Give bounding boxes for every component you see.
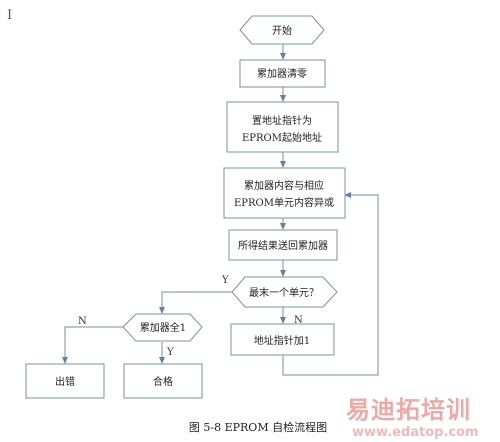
arrowhead-loop: [344, 192, 351, 198]
last-unit-decision-shape: [231, 276, 338, 308]
watermark: 易迪拓培训 www.edatop.com: [346, 396, 479, 440]
node-all-one-decision: 累加器全1: [122, 313, 203, 342]
xor-accumulate-label-line1: 累加器内容与相应: [244, 179, 324, 192]
watermark-en: www.edatop.com: [352, 425, 479, 440]
all-one-label: 累加器全1: [140, 321, 186, 334]
arrowhead-writeback: [280, 223, 286, 230]
set-pointer-box: [226, 101, 339, 153]
arrowhead-incptr: [280, 317, 286, 324]
connector-loop-back: [282, 194, 379, 376]
error-box: [25, 363, 105, 399]
increment-pointer-box: [230, 323, 335, 356]
pass-box: [123, 363, 203, 399]
node-write-back: 所得结果送回累加器: [228, 229, 338, 261]
arrowhead-error: [62, 357, 68, 364]
arrowhead-clear: [280, 53, 286, 60]
figure-caption: 图 5-8 EPROM 自检流程图: [189, 420, 327, 434]
arrowhead-pass: [159, 357, 165, 364]
start-terminal-shape: [239, 15, 325, 45]
arrowhead-decision: [280, 270, 286, 277]
branch-label-last-no: N: [294, 315, 303, 326]
branch-label-allone-yes: Y: [166, 347, 174, 358]
increment-pointer-label: 地址指针加1: [254, 334, 310, 347]
node-last-unit-decision: 最末一个单元？: [231, 276, 338, 308]
xor-accumulate-box: [223, 167, 346, 219]
node-clear-accumulator: 累加器清零: [239, 59, 326, 88]
node-xor-accumulate: 累加器内容与相应 EPROM单元内容异或: [223, 167, 346, 219]
branch-label-allone-no: N: [78, 316, 87, 327]
arrowhead-add: [280, 161, 286, 168]
write-back-label: 所得结果送回累加器: [238, 239, 328, 252]
connector-decision-yes: [161, 291, 232, 312]
last-unit-label: 最末一个单元？: [249, 286, 319, 299]
node-error: 出错: [25, 363, 105, 399]
connector-allone-no: [64, 326, 123, 362]
node-set-pointer: 置地址指针为 EPROM起始地址: [226, 101, 339, 153]
branch-label-last-yes: Y: [221, 275, 229, 286]
set-pointer-label-line2: EPROM起始地址: [242, 131, 322, 144]
arrowhead-allone: [159, 307, 165, 314]
xor-accumulate-label-line2: EPROM单元内容异或: [234, 196, 334, 209]
pass-label: 合格: [153, 375, 173, 388]
clear-accumulator-box: [239, 59, 326, 88]
node-start: 开始: [239, 15, 325, 45]
arrowhead-setptr: [280, 95, 286, 102]
watermark-cn: 易迪拓培训: [346, 396, 471, 424]
node-pass: 合格: [123, 363, 203, 399]
connectors: [64, 40, 379, 376]
start-label: 开始: [272, 24, 292, 37]
arrowheads: [62, 53, 351, 364]
error-label: 出错: [55, 375, 75, 388]
node-increment-pointer: 地址指针加1: [230, 323, 335, 356]
text-cursor-icon: I: [7, 8, 12, 23]
clear-accumulator-label: 累加器清零: [257, 67, 307, 80]
set-pointer-label-line1: 置地址指针为: [252, 114, 312, 127]
write-back-box: [228, 229, 338, 261]
all-one-decision-shape: [122, 313, 203, 342]
